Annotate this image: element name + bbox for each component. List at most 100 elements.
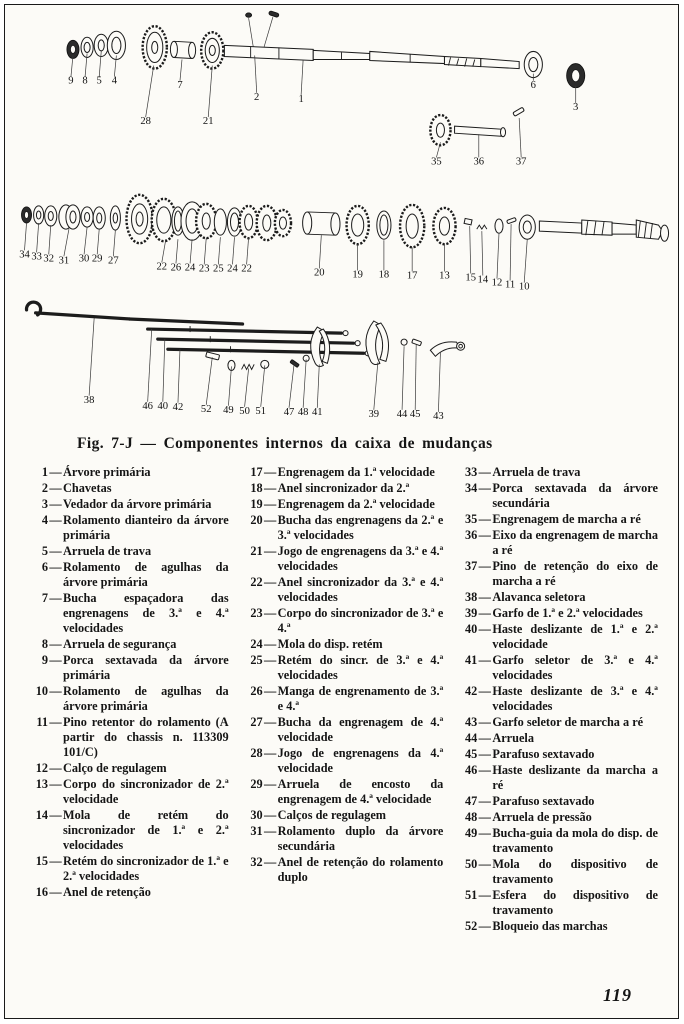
part-callout-number: 42 (173, 402, 184, 413)
part-description: Rolamento de agulhas da árvore primária (63, 684, 229, 713)
parts-list-item: 41—Garfo seletor de 3.ª e 4.ª velocidade… (458, 653, 658, 683)
separator-dash: — (478, 731, 491, 745)
part-number: 19 (250, 497, 263, 511)
separator-dash: — (49, 497, 62, 511)
parts-list-item: 2—Chavetas (29, 481, 229, 496)
part-number: 32 (250, 855, 263, 869)
separator-dash: — (264, 513, 277, 527)
part-callout-number: 17 (407, 271, 418, 282)
part-description: Rolamento de agulhas da árvore primária (63, 560, 229, 589)
parts-list-item: 21—Jogo de engrenagens da 3.ª e 4.ª velo… (244, 544, 443, 574)
parts-list-item: 9—Porca sextavada da árvore primária (29, 653, 229, 683)
part-callout-number: 44 (397, 409, 408, 420)
parts-list-item: 17—Engrenagem da 1.ª velocidade (244, 465, 444, 480)
callout-leader-line (509, 224, 512, 281)
part-callout-number: 48 (298, 407, 309, 418)
part-number: 50 (465, 857, 478, 871)
part-number: 52 (465, 919, 478, 933)
part-number: 29 (250, 777, 263, 791)
part-callout-number: 8 (82, 76, 87, 87)
separator-dash: — (478, 559, 491, 573)
callout-leader-line (318, 235, 322, 269)
callout-leader-line (469, 226, 472, 274)
parts-list-item: 16—Anel de retenção (29, 885, 229, 900)
separator-dash: — (478, 794, 491, 808)
part-callout-number: 10 (519, 282, 530, 293)
part-callout-number: 43 (433, 411, 444, 422)
parts-list-item: 29—Arruela de encosto da engrenagem de 4… (244, 777, 444, 807)
parts-list-item: 44—Arruela (458, 731, 658, 746)
part-number: 46 (465, 763, 478, 777)
part-callout-number: 22 (157, 261, 168, 272)
part-callout-number: 6 (531, 80, 536, 91)
parts-list-item: 5—Arruela de trava (29, 544, 229, 559)
parts-list-item: 11—Pino retentor do rolamento (A partir … (29, 715, 228, 760)
part-number: 14 (35, 808, 48, 822)
part-number: 37 (465, 559, 478, 573)
part-number: 47 (465, 794, 478, 808)
part-description: Bucha das engrenagens da 2.ª e 3.ª veloc… (277, 513, 444, 542)
separator-dash: — (478, 590, 491, 604)
part-callout-number: 50 (239, 406, 250, 417)
part-description: Anel de retenção do rolamento duplo (277, 855, 444, 884)
callout-leader-line (24, 223, 27, 251)
callout-leader-line (83, 227, 88, 255)
part-number: 33 (465, 465, 478, 479)
part-description: Pino de retenção do eixo de marcha a ré (492, 559, 658, 588)
callout-leader-line (98, 51, 102, 77)
parts-list-item: 1—Árvore primária (29, 465, 229, 480)
callout-leader-line (302, 359, 307, 408)
separator-dash: — (478, 606, 491, 620)
parts-list-item: 20—Bucha das engrenagens da 2.ª e 3.ª ve… (244, 513, 444, 543)
separator-dash: — (49, 481, 62, 495)
part-description: Arruela de encosto da engrenagem de 4.ª … (277, 777, 444, 806)
parts-list-item: 35—Engrenagem de marcha a ré (458, 512, 658, 527)
separator-dash: — (478, 826, 491, 840)
part-description: Anel de retenção (63, 885, 151, 899)
part-callout-number: 9 (68, 76, 73, 87)
part-description: Haste deslizante de 3.ª e 4.ª velocidade… (492, 684, 658, 713)
part-callout-number: 3 (573, 102, 578, 113)
part-number: 30 (250, 808, 263, 822)
part-callout-number: 22 (241, 264, 252, 275)
separator-dash: — (264, 746, 277, 760)
part-number: 16 (35, 885, 48, 899)
parts-list-item: 27—Bucha da engrenagem de 4.ª velocidade (244, 715, 443, 745)
part-callout-number: 47 (284, 407, 295, 418)
part-description: Engrenagem da 2.ª velocidade (277, 497, 435, 511)
separator-dash: — (478, 763, 491, 777)
parts-list-item: 15—Retém do sincronizador de 1.ª e 2.ª v… (29, 854, 229, 884)
part-number: 10 (35, 684, 48, 698)
parts-list-item: 12—Calço de regulagem (29, 761, 229, 776)
part-number: 31 (250, 824, 263, 838)
input-shaft-assembly (66, 10, 586, 89)
part-description: Arruela de trava (492, 465, 581, 479)
separator-dash: — (478, 622, 491, 636)
separator-dash: — (478, 684, 491, 698)
part-description: Parafuso sextavado (492, 747, 595, 761)
part-description: Bloqueio das marchas (492, 919, 608, 933)
separator-dash: — (478, 528, 491, 542)
separator-dash: — (49, 761, 62, 775)
part-callout-number: 24 (185, 263, 196, 274)
part-callout-number: 34 (19, 249, 30, 260)
separator-dash: — (264, 637, 277, 651)
part-callout-number: 36 (473, 157, 484, 168)
callout-leader-line (88, 317, 95, 396)
part-description: Bucha espaçadora das engrenagens de 3.ª … (63, 591, 229, 635)
part-number: 23 (250, 606, 263, 620)
part-number: 4 (41, 513, 48, 527)
part-description: Arruela de pressão (492, 810, 592, 824)
callout-leader-line (438, 352, 441, 412)
separator-dash: — (264, 606, 277, 620)
parts-list-item: 28—Jogo de engrenagens da 4.ª velocidade (244, 746, 443, 776)
parts-list-item: 34—Porca sextavada da árvore secundária (458, 481, 658, 511)
callout-leader-line (114, 55, 117, 77)
separator-dash: — (478, 857, 491, 871)
callout-leader-line (145, 65, 155, 118)
part-callout-number: 24 (227, 264, 238, 275)
part-callout-number: 19 (352, 270, 363, 281)
separator-dash: — (478, 465, 491, 479)
separator-dash: — (49, 715, 62, 729)
